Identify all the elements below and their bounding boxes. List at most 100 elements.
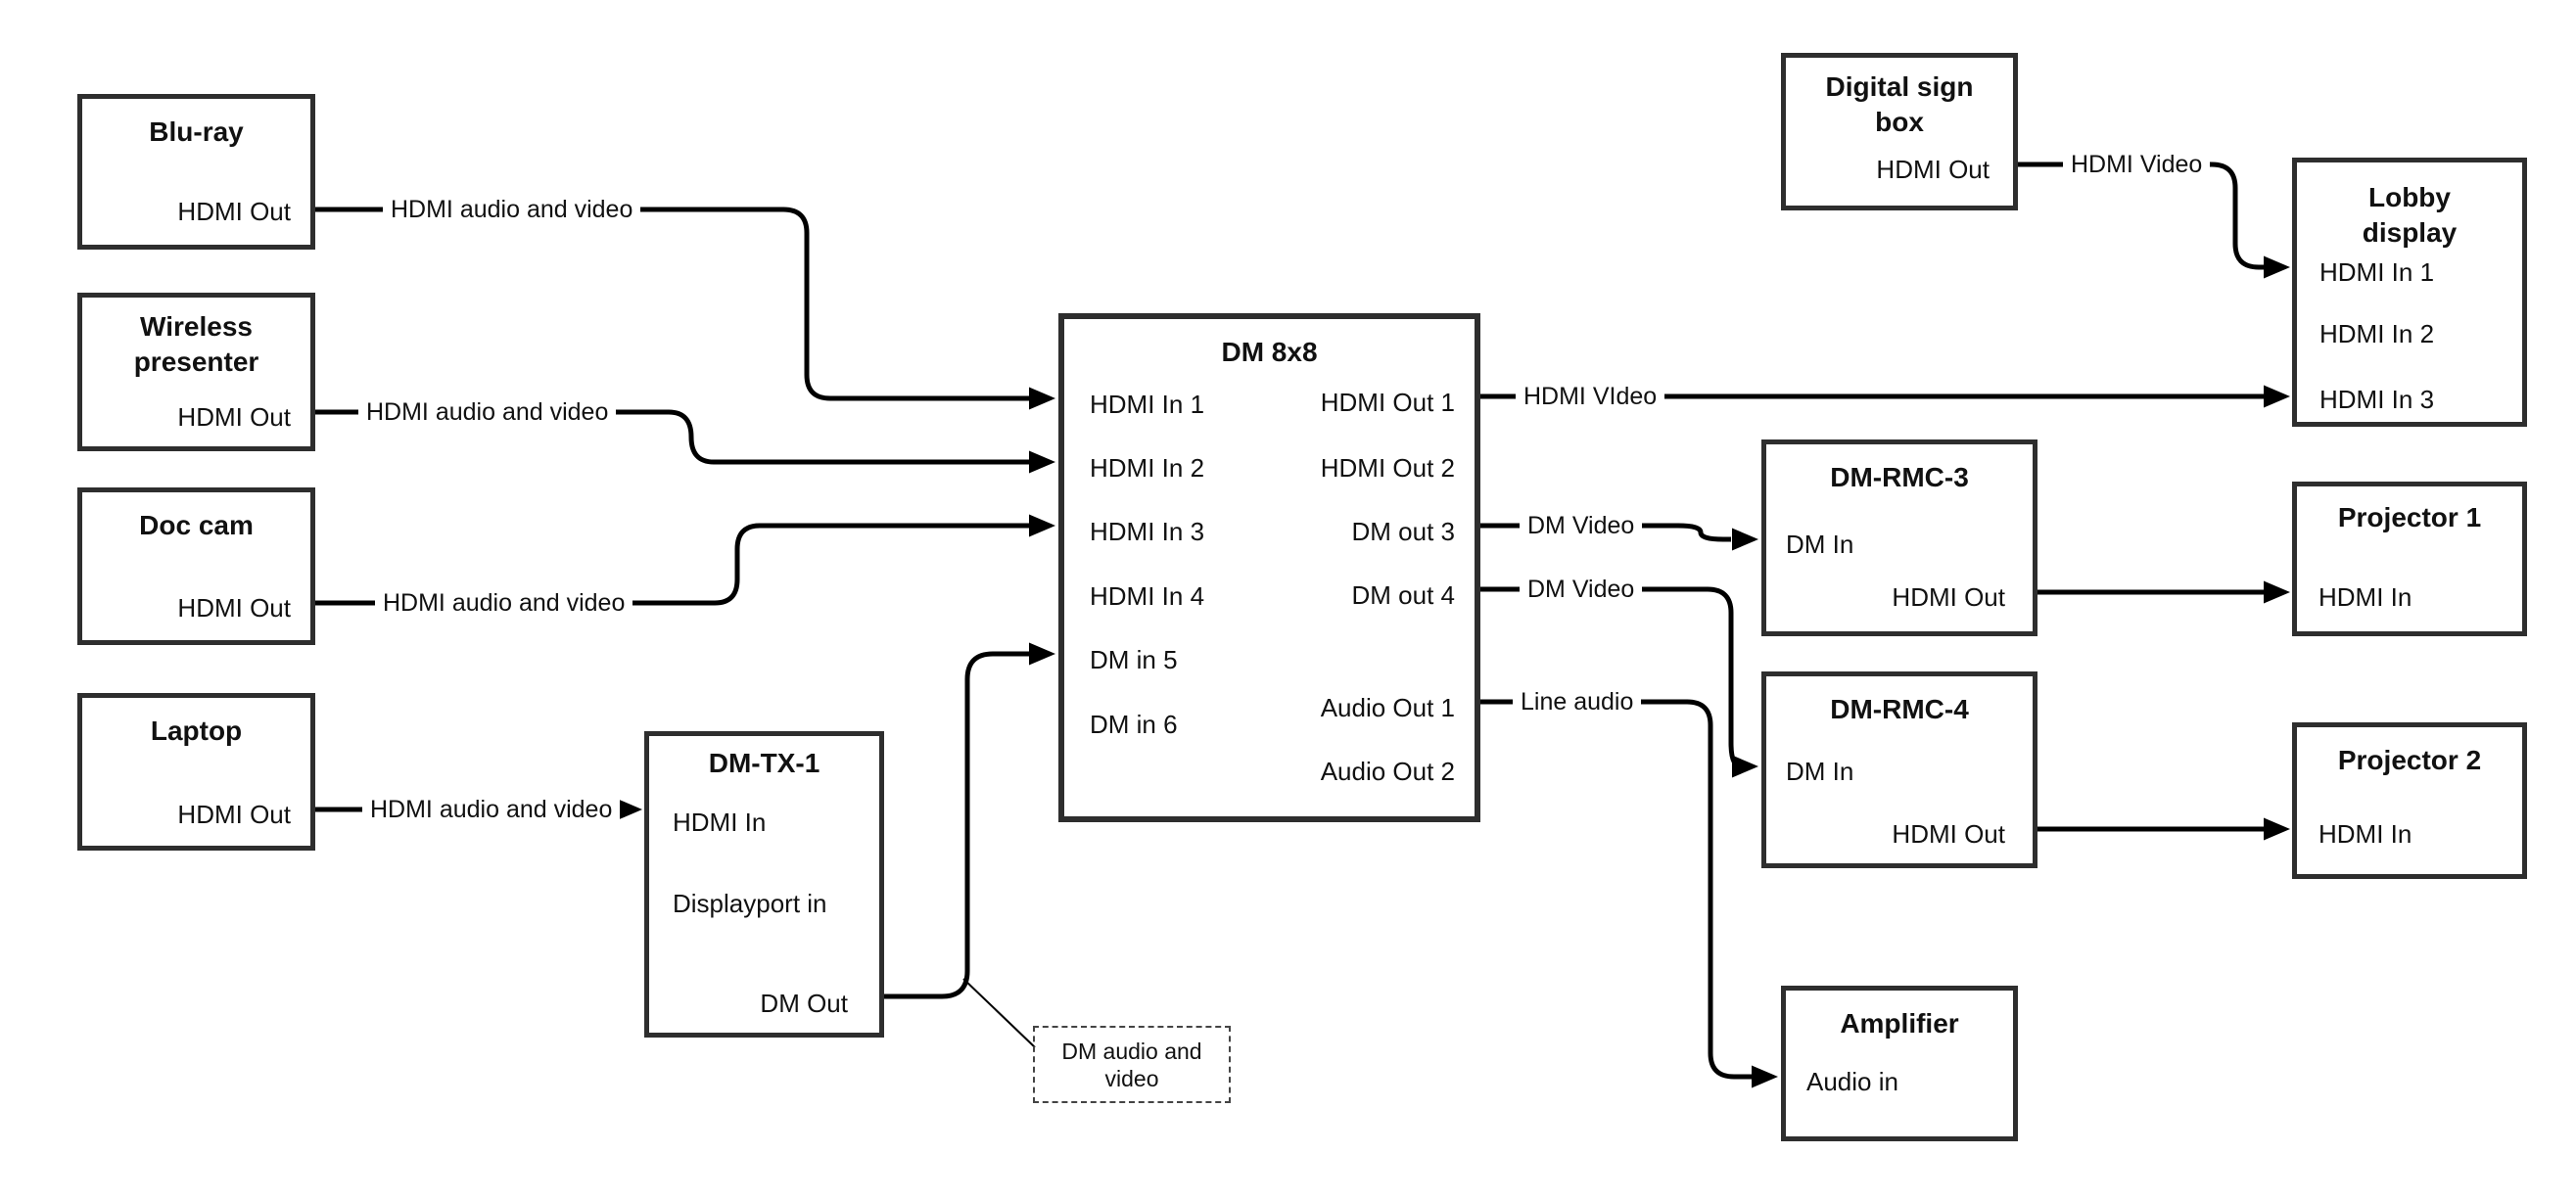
node-amplifier: Amplifier Audio in	[1781, 986, 2018, 1141]
node-digital-sign-box: Digital sign box HDMI Out	[1781, 53, 2018, 210]
wire-doccam-to-dm8x8-in3	[315, 523, 1030, 606]
arrow-lobby-in1	[2264, 255, 2290, 279]
port-hdmi-in-4: HDMI In 4	[1090, 581, 1205, 611]
dmrmc4-title-text: DM-RMC-4	[1830, 694, 1969, 724]
lobby-title-text: Lobby display	[2362, 182, 2458, 248]
dmtx1-title-text: DM-TX-1	[708, 748, 820, 778]
port-hdmi-out: HDMI Out	[1892, 582, 2005, 612]
port-hdmi-out: HDMI Out	[177, 800, 291, 829]
callout-dm-audio-and-video: DM audio and video	[1033, 1026, 1231, 1103]
arrow-dm8x8-in3	[1029, 514, 1055, 537]
arrowheads	[616, 255, 2290, 1088]
arrow-proj1-hdmi-in	[2264, 580, 2290, 604]
wire-digisign-to-lobby-in1	[2018, 162, 2264, 270]
port-dm-in-6: DM in 6	[1090, 710, 1178, 739]
amplifier-title-text: Amplifier	[1840, 1008, 1959, 1039]
node-title: Projector 2	[2297, 743, 2522, 778]
dmrmc3-title-text: DM-RMC-3	[1830, 462, 1969, 492]
wire-label-dm-video-out3: DM Video	[1520, 511, 1643, 540]
wire-dm8x8-out4-to-dmrmc4	[1480, 586, 1742, 769]
node-title: Lobby display	[2297, 180, 2522, 251]
port-dm-out: DM Out	[760, 989, 848, 1018]
arrow-proj2-hdmi-in	[2264, 817, 2290, 841]
bluray-title-text: Blu-ray	[149, 116, 244, 147]
node-projector-2: Projector 2 HDMI In	[2292, 722, 2527, 879]
wire-label-line-audio: Line audio	[1513, 687, 1642, 716]
callout-leader-line	[962, 978, 1036, 1048]
port-dm-in-5: DM in 5	[1090, 645, 1178, 674]
wireless-title-text: Wireless presenter	[133, 311, 259, 377]
port-hdmi-in-3: HDMI In 3	[1090, 517, 1205, 546]
dm8x8-title-text: DM 8x8	[1221, 337, 1318, 367]
wire-wireless-to-dm8x8-in2	[315, 409, 1030, 465]
node-lobby-display: Lobby display HDMI In 1 HDMI In 2 HDMI I…	[2292, 158, 2527, 427]
node-title: DM-RMC-3	[1766, 460, 2033, 495]
node-dm-tx-1: DM-TX-1 HDMI In Displayport in DM Out	[644, 731, 884, 1038]
node-doc-cam: Doc cam HDMI Out	[77, 487, 315, 645]
wire-dm8x8-audio1-to-amplifier	[1480, 699, 1753, 1080]
digisign-title-text: Digital sign box	[1825, 71, 1974, 137]
node-title: DM 8x8	[1064, 335, 1475, 370]
arrow-dmrmc3-dm-in	[1732, 528, 1758, 551]
node-title: Wireless presenter	[82, 309, 310, 380]
node-title: DM-TX-1	[649, 746, 879, 781]
doccam-title-text: Doc cam	[139, 510, 254, 540]
port-hdmi-in-1: HDMI In 1	[1090, 390, 1205, 419]
wire-label-wireless: HDMI audio and video	[358, 397, 617, 427]
wire-bluray-to-dm8x8-in1	[315, 207, 1030, 401]
port-hdmi-in: HDMI In	[2318, 819, 2412, 849]
node-projector-1: Projector 1 HDMI In	[2292, 482, 2527, 636]
port-audio-out-1: Audio Out 1	[1320, 693, 1455, 722]
port-hdmi-in: HDMI In	[2318, 582, 2412, 612]
wire-label-bluray: HDMI audio and video	[383, 195, 641, 224]
port-hdmi-in-1: HDMI In 1	[2319, 257, 2435, 287]
wire-label-hdmi-video-out1: HDMI VIdeo	[1516, 382, 1665, 411]
arrow-dmrmc4-dm-in	[1732, 755, 1758, 778]
node-title: Laptop	[82, 714, 310, 749]
node-dm-rmc-3: DM-RMC-3 DM In HDMI Out	[1761, 439, 2037, 636]
wire-label-digisign: HDMI Video	[2063, 150, 2211, 179]
wire-dmtx1-to-dm8x8-in5	[884, 651, 1030, 999]
node-title: Blu-ray	[82, 115, 310, 150]
node-title: Projector 1	[2297, 500, 2522, 535]
wire-label-laptop: HDMI audio and video	[362, 795, 621, 824]
proj2-title-text: Projector 2	[2337, 745, 2482, 775]
arrow-lobby-in3	[2264, 385, 2290, 408]
node-title: DM-RMC-4	[1766, 692, 2033, 727]
node-bluray: Blu-ray HDMI Out	[77, 94, 315, 250]
port-dm-in: DM In	[1786, 530, 1854, 559]
node-dm-8x8: DM 8x8 HDMI In 1 HDMI In 2 HDMI In 3 HDM…	[1058, 313, 1480, 822]
port-hdmi-in-2: HDMI In 2	[2319, 319, 2435, 348]
port-hdmi-in-3: HDMI In 3	[2319, 385, 2435, 414]
port-hdmi-out: HDMI Out	[177, 197, 291, 226]
laptop-title-text: Laptop	[150, 716, 243, 746]
node-dm-rmc-4: DM-RMC-4 DM In HDMI Out	[1761, 671, 2037, 868]
arrow-dm8x8-in5	[1029, 642, 1055, 666]
port-audio-in: Audio in	[1806, 1067, 1898, 1096]
port-hdmi-in-2: HDMI In 2	[1090, 453, 1205, 483]
port-hdmi-in: HDMI In	[673, 808, 767, 837]
port-dm-out-4: DM out 4	[1351, 580, 1456, 610]
wire-label-doccam: HDMI audio and video	[375, 588, 633, 618]
arrow-dm8x8-in2	[1029, 450, 1055, 474]
wire-label-dm-video-out4: DM Video	[1520, 575, 1643, 604]
port-dm-out-3: DM out 3	[1351, 517, 1456, 546]
arrow-amplifier-audio-in	[1752, 1065, 1778, 1088]
port-hdmi-out: HDMI Out	[1876, 155, 1990, 184]
port-hdmi-out-2: HDMI Out 2	[1320, 453, 1455, 483]
node-title: Amplifier	[1786, 1006, 2013, 1041]
proj1-title-text: Projector 1	[2337, 502, 2482, 532]
port-audio-out-2: Audio Out 2	[1320, 757, 1455, 786]
node-wireless-presenter: Wireless presenter HDMI Out	[77, 293, 315, 451]
port-hdmi-out: HDMI Out	[177, 593, 291, 623]
arrow-dm8x8-in1	[1029, 387, 1055, 410]
port-hdmi-out: HDMI Out	[1892, 819, 2005, 849]
wire-dm8x8-out3-to-dmrmc3	[1480, 523, 1731, 542]
node-title: Digital sign box	[1786, 69, 2013, 140]
port-displayport-in: Displayport in	[673, 889, 827, 918]
port-hdmi-out: HDMI Out	[177, 402, 291, 432]
node-title: Doc cam	[82, 508, 310, 543]
arrow-dmtx1-hdmi-in	[616, 798, 642, 821]
port-hdmi-out-1: HDMI Out 1	[1320, 388, 1455, 417]
